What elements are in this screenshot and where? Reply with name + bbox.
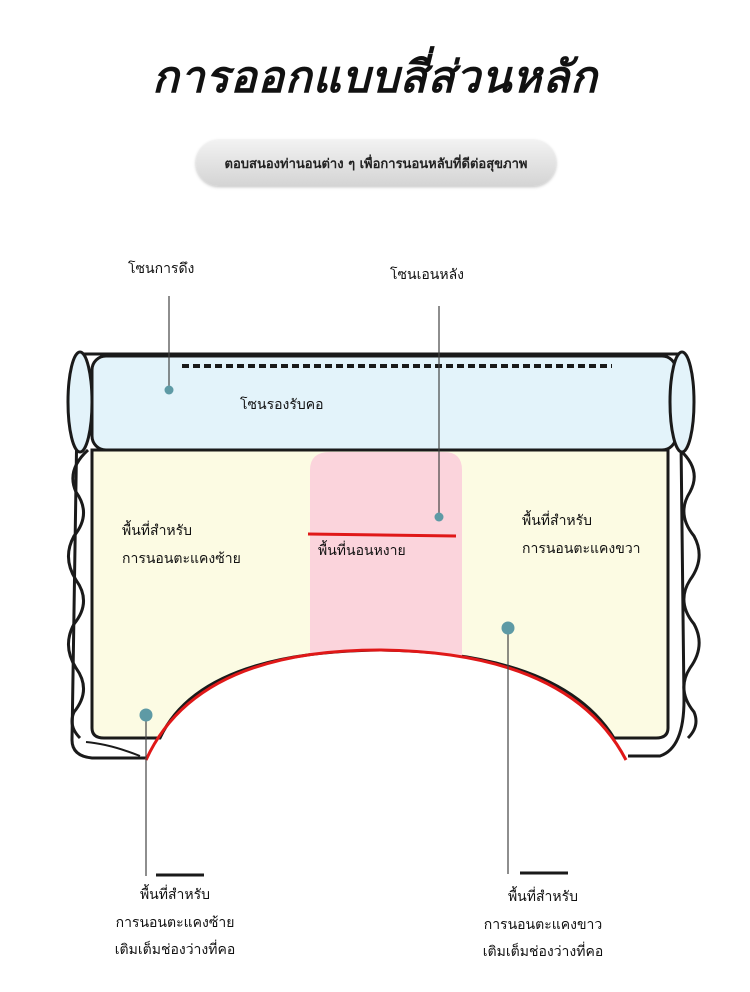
label-side-left-line2: การนอนตะแคงซ้าย [122,551,241,568]
label-supine: พื้นที่นอนหงาย [318,543,406,559]
neck-support-zone [90,354,678,452]
label-side-right: พื้นที่สำหรับ การนอนตะแคงขวา [522,510,641,561]
label-neck-support: โซนรองรับคอ [240,397,324,413]
left-flap [85,741,141,757]
left-end-roll [66,350,94,454]
label-bottom-left-line3: เติมเต็มช่องว่างที่คอ [114,941,236,958]
supine-zone [310,452,462,656]
label-back-zone: โซนเอนหลัง [390,267,464,283]
label-bottom-right-line2: การนอนตะแคงขาว [483,917,603,934]
subtitle-pill: ตอบสนองท่านอนต่าง ๆ เพื่อการนอนหลับที่ดี… [196,140,556,186]
subtitle-text: ตอบสนองท่านอนต่าง ๆ เพื่อการนอนหลับที่ดี… [224,156,528,172]
label-bottom-right: พื้นที่สำหรับ การนอนตะแคงขาว เติมเต็มช่อ… [448,886,638,963]
dot-bottom-right [501,621,515,635]
pillow-back-frame [70,352,686,760]
label-bottom-right-line1: พื้นที่สำหรับ [507,889,579,905]
left-wave-edge [67,448,90,740]
page-title: การออกแบบสี่ส่วนหลัก [152,52,598,103]
supine-marker-line [307,532,457,538]
dot-back [434,512,444,522]
label-side-left: พื้นที่สำหรับ การนอนตะแคงซ้าย [122,520,241,571]
dot-bottom-left [139,708,153,722]
label-pull-zone: โซนการดึง [128,261,195,277]
label-bottom-left: พื้นที่สำหรับ การนอนตะแคงซ้าย เติมเต็มช่… [80,884,270,961]
right-end-roll [668,350,696,454]
label-bottom-right-line3: เติมเต็มช่องว่างที่คอ [482,943,604,960]
label-bottom-left-line2: การนอนตะแคงซ้าย [115,915,235,932]
neck-curve [144,648,628,761]
label-side-left-line1: พื้นที่สำหรับ [122,523,193,539]
label-side-right-line2: การนอนตะแคงขวา [522,541,641,558]
label-bottom-left-line1: พื้นที่สำหรับ [139,887,211,903]
label-side-right-line1: พื้นที่สำหรับ [522,513,593,529]
dot-pull [164,385,174,395]
